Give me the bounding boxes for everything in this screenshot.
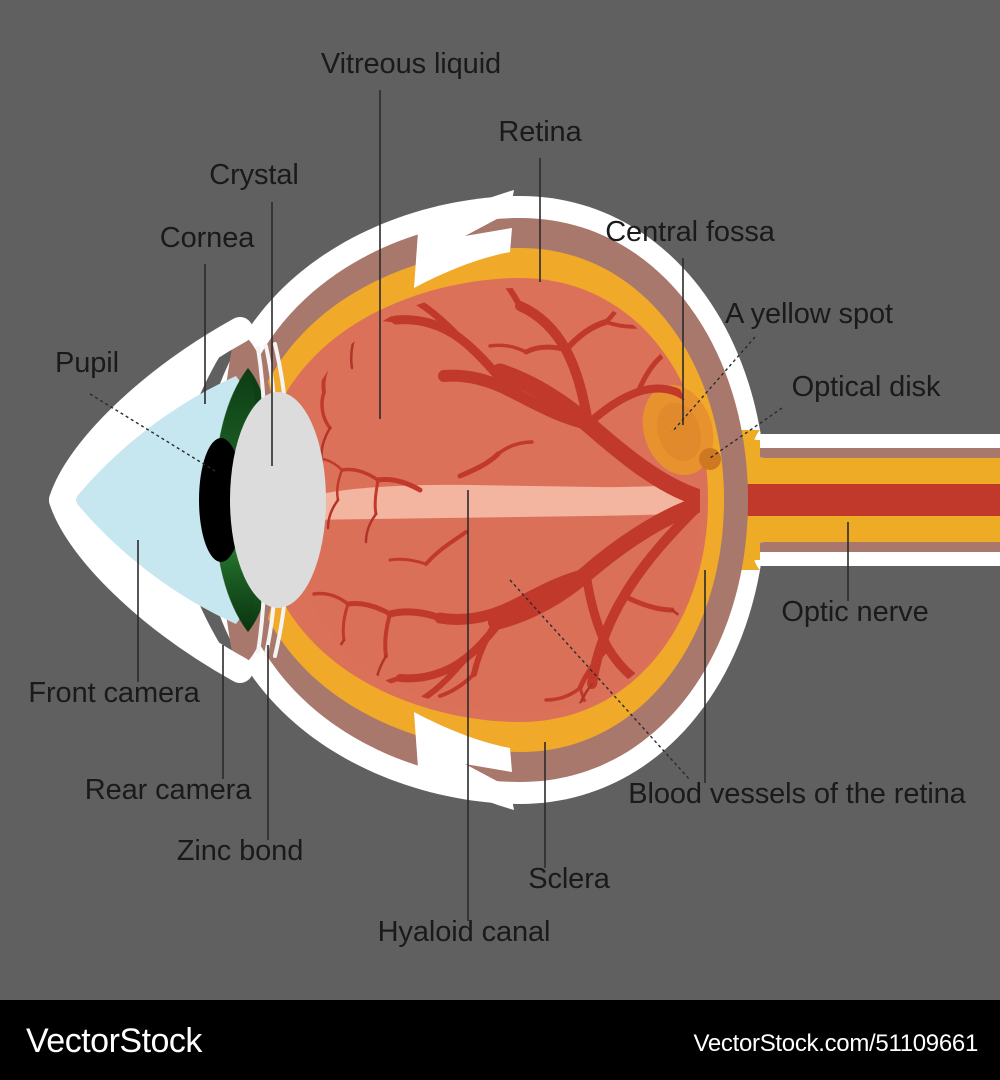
optical-disk-marker — [699, 448, 721, 470]
label-hyaloid-canal: Hyaloid canal — [377, 916, 551, 948]
leader-line-pupil — [89, 393, 216, 472]
label-blood-vessels: Blood vessels of the retina — [628, 778, 966, 810]
label-front-camera: Front camera — [28, 677, 200, 709]
label-central-fossa: Central fossa — [605, 216, 775, 248]
label-crystal: Crystal — [209, 159, 299, 191]
label-rear-camera: Rear camera — [84, 774, 252, 806]
label-cornea: Cornea — [159, 222, 255, 254]
label-a-yellow-spot: A yellow spot — [725, 298, 893, 330]
macula-region — [642, 385, 721, 475]
pupil — [199, 438, 243, 562]
central-fossa-marker — [656, 402, 702, 462]
label-pupil: Pupil — [55, 347, 119, 379]
label-retina: Retina — [498, 116, 582, 148]
watermark-footer: VectorStock VectorStock.com/51109661 — [0, 1000, 1000, 1080]
label-zinc-bond: Zinc bond — [176, 835, 304, 867]
vectorstock-url: VectorStock.com/51109661 — [693, 1030, 978, 1057]
leader-lines — [89, 90, 849, 921]
eye-cross-section-illustration — [49, 90, 1000, 921]
cornea-arc — [49, 317, 253, 683]
leader-line-optical-disk — [709, 407, 783, 459]
conjunctival-flaps — [414, 190, 514, 810]
label-sclera: Sclera — [528, 863, 610, 895]
label-optical-disk: Optical disk — [791, 371, 941, 403]
anterior-segment — [74, 330, 326, 670]
leader-line-blood-vessels-2 — [509, 579, 691, 781]
label-optic-nerve: Optic nerve — [781, 596, 929, 628]
vectorstock-brand: VectorStock — [26, 1022, 202, 1060]
crystalline-lens — [230, 392, 326, 608]
label-vitreous-liquid: Vitreous liquid — [320, 48, 502, 80]
